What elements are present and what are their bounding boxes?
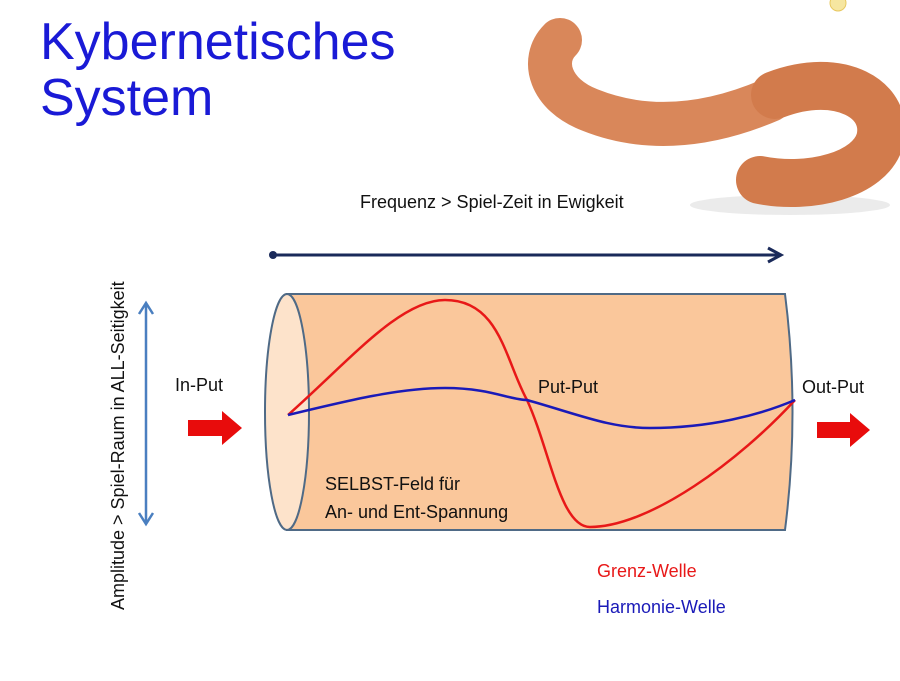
harmonie-welle-curve: [287, 386, 796, 430]
cylinder: [264, 293, 794, 531]
sausage-image: [528, 0, 900, 215]
title-line-1: Kybernetisches: [40, 13, 396, 71]
slide-title: Kybernetisches System: [40, 14, 396, 126]
amplitude-label: Amplitude > Spiel-Raum in ALL-Seitigkeit: [108, 281, 128, 610]
put-put-label: Put-Put: [538, 377, 599, 397]
field-label-line-2: An- und Ent-Spannung: [325, 502, 509, 522]
input-arrow-icon: [188, 411, 242, 445]
output-label: Out-Put: [802, 377, 865, 397]
field-label: SELBST-Feld für An- und Ent-Spannung: [325, 470, 508, 526]
legend-harmonie-welle: Harmonie-Welle: [597, 597, 726, 617]
field-label-line-1: SELBST-Feld für: [325, 474, 461, 494]
input-label: In-Put: [175, 375, 224, 395]
title-line-2: System: [40, 69, 214, 127]
output-arrow-icon: [817, 413, 870, 447]
legend-grenz-welle: Grenz-Welle: [597, 561, 697, 581]
frequency-label: Frequenz > Spiel-Zeit in Ewigkeit: [360, 192, 624, 212]
